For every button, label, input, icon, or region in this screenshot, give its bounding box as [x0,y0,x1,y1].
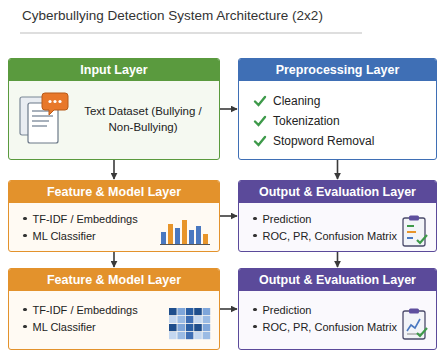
layer-heading: Feature & Model Layer [9,181,219,203]
bullet-item: TF-IDF / Embeddings [21,210,211,227]
item-label: ROC, PR, Confusion Matrix [263,321,397,333]
check-item: Stopword Removal [253,131,428,151]
flow-arrow [113,252,115,267]
flow-arrow [337,252,339,267]
step-label: Stopword Removal [273,134,374,148]
layer-heading: Output & Evaluation Layer [239,181,436,203]
heatmap-icon [167,307,213,341]
bullet-dot [23,308,27,312]
layer-box: Feature & Model LayerTF-IDF / Embeddings… [8,268,220,350]
flow-arrow [220,308,237,310]
layer-body: TF-IDF / Embeddings ML Classifier [9,291,219,348]
bar-chart-icon [159,216,213,246]
bullet-item: ROC, PR, Confusion Matrix [251,318,428,335]
bullet-dot [23,325,27,329]
layer-heading: Input Layer [9,59,219,81]
layer-body: Text Dataset (Bullying / Non-Bullying) [9,81,219,158]
flow-arrow [113,160,115,179]
diagram-title: Cyberbullying Detection System Architect… [22,8,323,23]
layer-box: Input LayerText Dataset (Bullying / Non-… [8,58,220,160]
layer-body: PredictionROC, PR, Confusion Matrix [239,291,436,348]
dataset-label: Text Dataset (Bullying / Non-Bullying) [73,104,213,135]
step-label: Tokenization [273,114,340,128]
bullet-dot [253,325,257,329]
item-label: Prediction [263,213,312,225]
layer-body: PredictionROC, PR, Confusion Matrix [239,203,436,250]
layer-heading: Preprocessing Layer [239,59,436,81]
check-mark [253,134,267,148]
item-label: ML Classifier [33,321,96,333]
layer-body: TF-IDF / Embeddings ML Classifier [9,203,219,250]
bullet-item: Prediction [251,301,428,318]
bullet-item: ML Classifier [21,227,211,244]
check-item: Tokenization [253,111,428,131]
layer-box: Output & Evaluation LayerPredictionROC, … [238,268,437,350]
step-label: Cleaning [273,94,320,108]
documents-icon [17,91,69,149]
check-item: Cleaning [253,91,428,111]
flow-arrow [220,108,237,110]
title-rule [20,33,362,34]
bullet-dot [253,308,257,312]
layer-heading: Output & Evaluation Layer [239,269,436,291]
layer-body: CleaningTokenizationStopword Removal [239,81,436,158]
bullet-dot [23,217,27,221]
item-label: TF-IDF / Embeddings [33,304,138,316]
bullet-item: ML Classifier [21,318,211,335]
bullet-item: TF-IDF / Embeddings [21,301,211,318]
layer-box: Preprocessing LayerCleaningTokenizationS… [238,58,437,160]
layer-box: Feature & Model LayerTF-IDF / Embeddings… [8,180,220,252]
item-label: ML Classifier [33,230,96,242]
item-label: TF-IDF / Embeddings [33,213,138,225]
clipboard-icon [400,214,430,248]
bullet-item: ROC, PR, Confusion Matrix [251,227,428,244]
layer-heading: Feature & Model Layer [9,269,219,291]
check-mark [253,94,267,108]
clipboard-icon [400,307,430,341]
flow-arrow [337,160,339,179]
bullet-dot [253,234,257,238]
bullet-dot [253,217,257,221]
flow-arrow [220,215,237,217]
item-label: Prediction [263,304,312,316]
layer-box: Output & Evaluation LayerPredictionROC, … [238,180,437,252]
check-mark [253,114,267,128]
item-label: ROC, PR, Confusion Matrix [263,230,397,242]
bullet-dot [23,234,27,238]
bullet-item: Prediction [251,210,428,227]
